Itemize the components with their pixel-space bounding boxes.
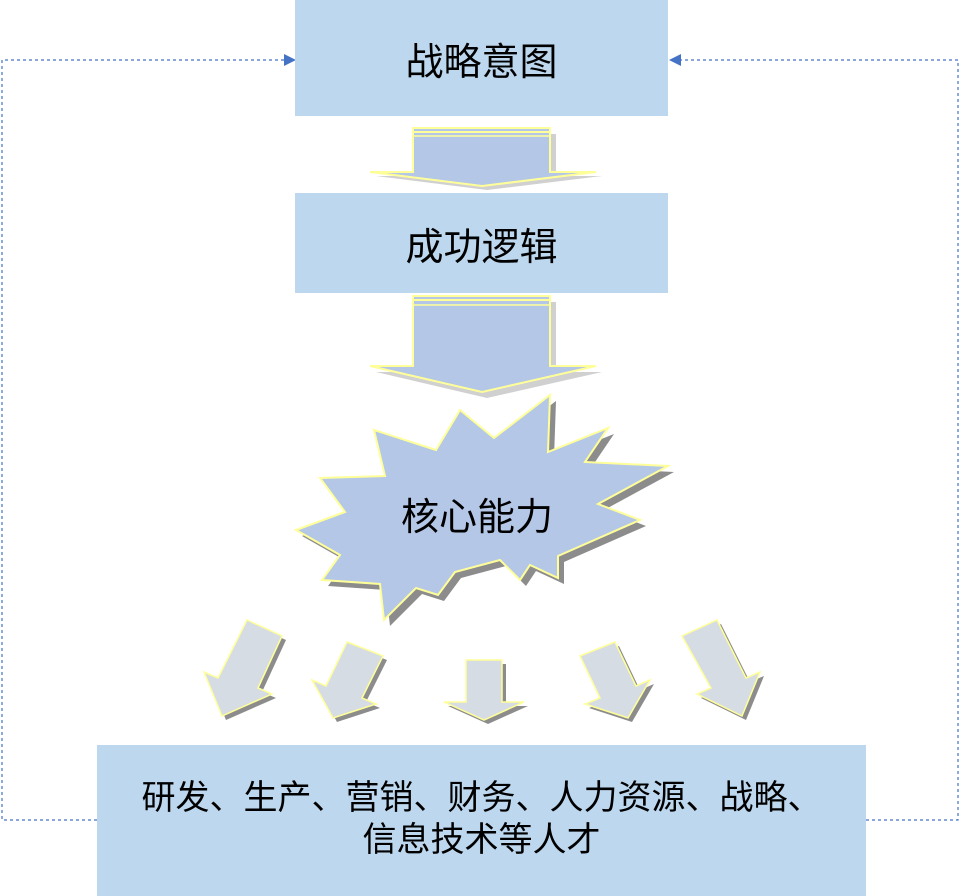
core-capability-label: 核心能力 [400,495,553,539]
small-arrow-5 [680,619,764,720]
down-arrow-1 [369,127,602,190]
strategic-intent-label: 战略意图 [405,39,558,84]
small-arrow-4 [578,641,654,722]
feedback-loop-right [669,54,959,821]
success-logic-label: 成功逻辑 [405,224,558,269]
arrowhead-icon [669,54,681,66]
talent-box: 研发、生产、营销、财务、人力资源、战略、 信息技术等人才 [97,745,866,896]
talent-label-line2: 信息技术等人才 [362,820,601,860]
feedback-loop-left [1,54,296,821]
core-capability-burst [293,392,674,626]
small-arrow-1 [202,619,286,720]
down-arrow-2 [369,295,602,398]
success-logic-box: 成功逻辑 [295,193,668,293]
strategic-intent-box: 战略意图 [295,0,668,116]
talent-label-line1: 研发、生产、营销、财务、人力资源、战略、 [141,778,822,818]
small-arrow-2 [310,641,387,722]
arrowhead-icon [284,54,296,66]
small-arrow-3 [443,659,528,724]
